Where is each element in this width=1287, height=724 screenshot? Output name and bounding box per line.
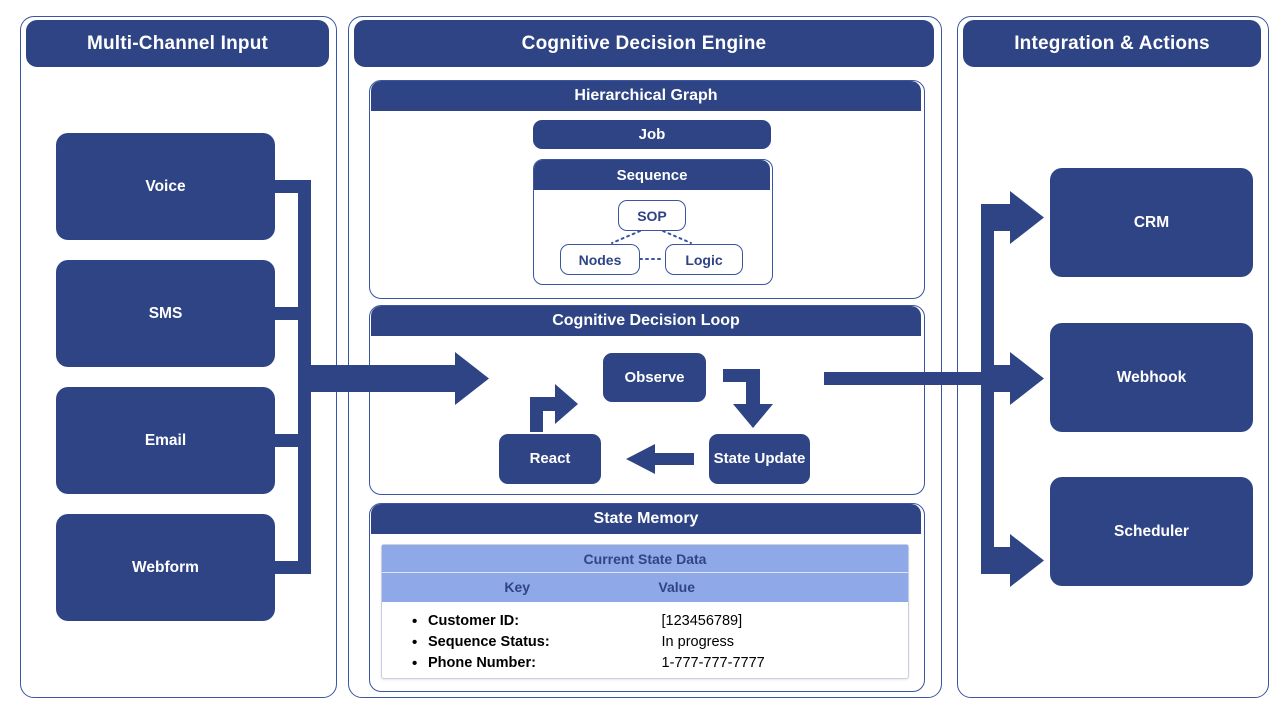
- channel-sms[interactable]: SMS: [56, 260, 275, 367]
- loop-step-state-update[interactable]: State Update: [709, 434, 810, 484]
- node-sequence[interactable]: Sequence: [534, 160, 770, 190]
- node-job[interactable]: Job: [533, 120, 771, 149]
- table-row: Customer ID: [123456789]: [382, 611, 908, 633]
- channel-email[interactable]: Email: [56, 387, 275, 494]
- node-nodes[interactable]: Nodes: [560, 244, 640, 275]
- table-row: Phone Number: 1-777-777-7777: [382, 653, 908, 675]
- panel-title-integration-actions: Integration & Actions: [963, 20, 1261, 67]
- table-header-row: Key Value: [382, 573, 908, 602]
- table-body: Customer ID: [123456789] Sequence Status…: [382, 602, 908, 684]
- section-title-hierarchical-graph: Hierarchical Graph: [371, 81, 921, 111]
- table-row: Sequence Status: In progress: [382, 632, 908, 654]
- cell-value: In progress: [661, 634, 735, 651]
- node-sop[interactable]: SOP: [618, 200, 686, 231]
- section-title-cognitive-decision-loop: Cognitive Decision Loop: [371, 306, 921, 336]
- connector-trunk-input: [298, 180, 311, 574]
- cell-key: Phone Number:: [382, 653, 656, 675]
- table-caption: Current State Data: [382, 545, 908, 573]
- loop-step-observe[interactable]: Observe: [603, 353, 706, 402]
- cell-key: Customer ID:: [382, 611, 656, 633]
- state-memory-table: Current State Data Key Value Customer ID…: [381, 544, 909, 679]
- column-header-key: Key: [504, 579, 531, 595]
- integration-target-scheduler[interactable]: Scheduler: [1050, 477, 1253, 586]
- integration-target-webhook[interactable]: Webhook: [1050, 323, 1253, 432]
- cell-key: Sequence Status:: [382, 632, 656, 654]
- channel-webform[interactable]: Webform: [56, 514, 275, 621]
- panel-title-cognitive-decision-engine: Cognitive Decision Engine: [354, 20, 934, 67]
- panel-title-multi-channel-input: Multi-Channel Input: [26, 20, 329, 67]
- column-header-value: Value: [658, 579, 695, 595]
- section-title-state-memory: State Memory: [371, 504, 921, 534]
- node-logic[interactable]: Logic: [665, 244, 743, 275]
- loop-step-react[interactable]: React: [499, 434, 601, 484]
- channel-voice[interactable]: Voice: [56, 133, 275, 240]
- integration-target-crm[interactable]: CRM: [1050, 168, 1253, 277]
- cell-value: [123456789]: [661, 613, 743, 629]
- cell-value: 1-777-777-7777: [661, 655, 765, 672]
